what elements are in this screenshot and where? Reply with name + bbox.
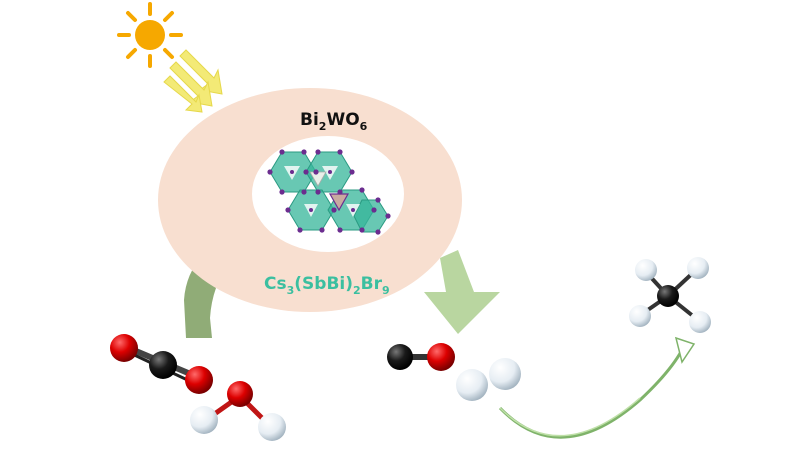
co2-molecule <box>110 334 213 394</box>
crystal-structure <box>267 149 391 235</box>
co-molecule <box>387 343 455 371</box>
right-block-arrow <box>424 250 500 334</box>
light-rays-icon <box>163 49 223 113</box>
core-label: Cs3(SbBi)2Br9 <box>264 274 390 297</box>
ch4-molecule <box>629 257 711 333</box>
sun-icon <box>117 2 183 68</box>
curved-arrow <box>498 336 696 439</box>
h2-molecule <box>456 358 521 401</box>
shell-label: Bi2WO6 <box>300 110 368 133</box>
h2o-molecule <box>190 381 286 441</box>
